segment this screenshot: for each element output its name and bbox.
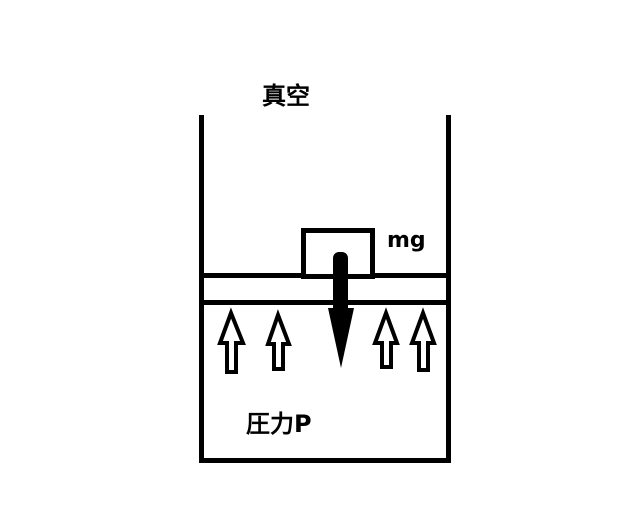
cylinder: [199, 115, 451, 463]
piston: [199, 273, 451, 305]
vacuum-label: 真空: [262, 82, 310, 110]
pressure-label: 圧力P: [246, 410, 312, 438]
pressure-arrow-icon: [372, 307, 400, 369]
cylinder-bottom: [199, 458, 451, 463]
pressure-arrow-icon: [217, 307, 246, 374]
pressure-arrows: [217, 307, 437, 374]
pressure-arrow-icon: [409, 307, 437, 372]
pressure-arrow-icon: [265, 309, 292, 371]
weight-label: mg: [387, 228, 426, 253]
gravity-arrow-icon: [328, 252, 354, 368]
